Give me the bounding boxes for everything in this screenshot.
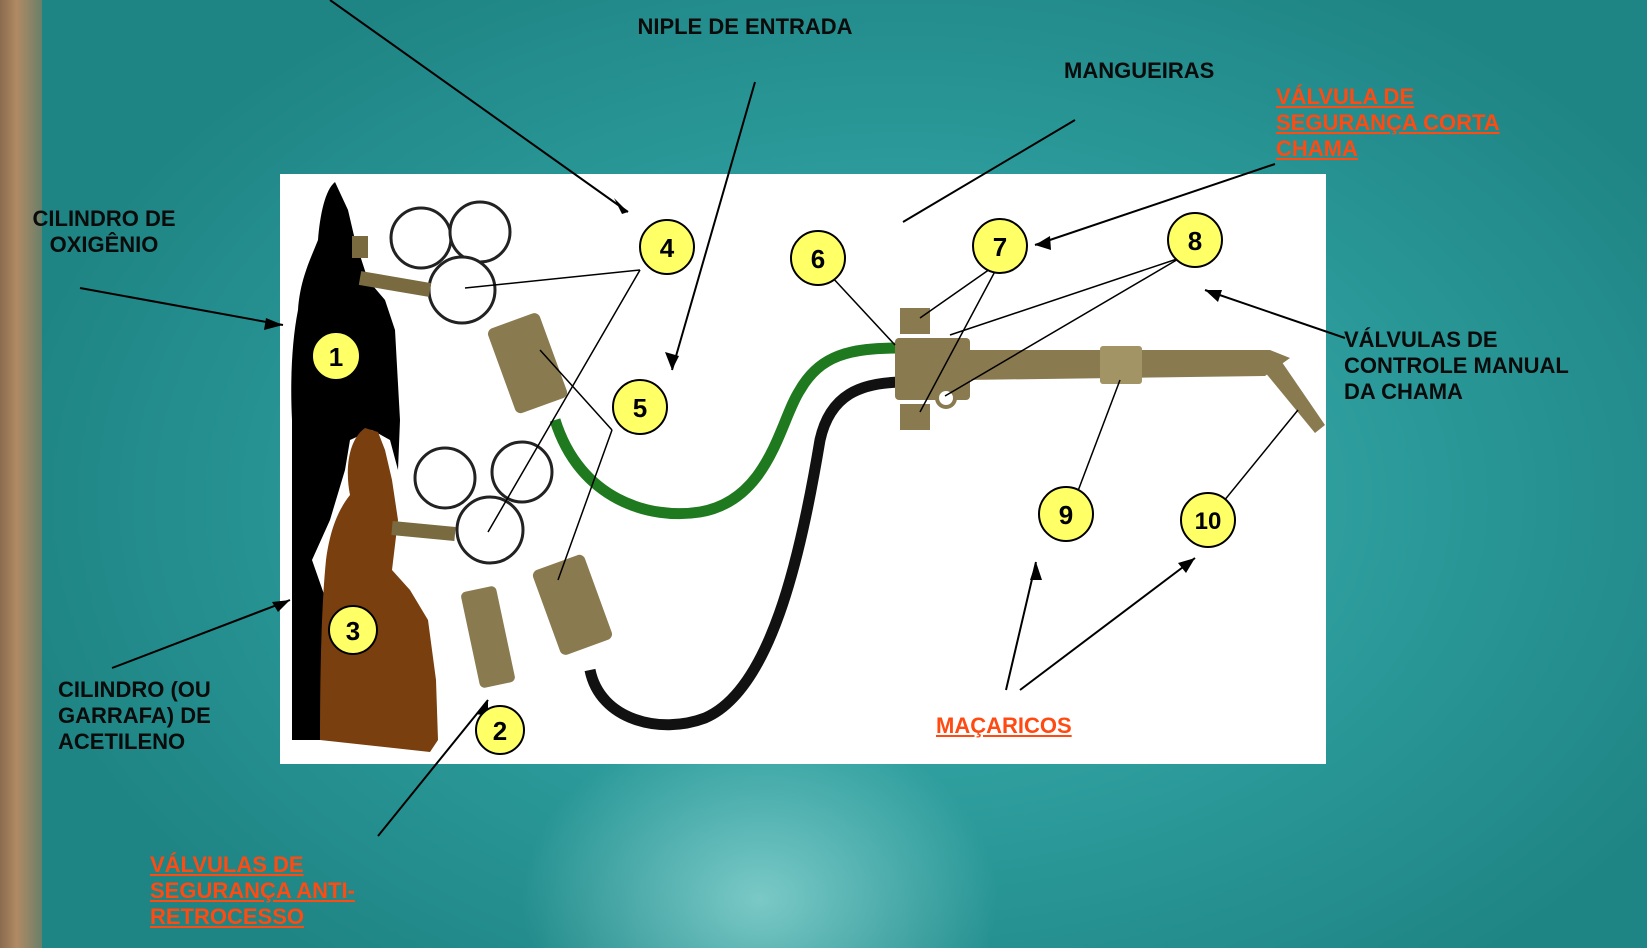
callout-9: 9 — [1039, 487, 1093, 541]
callout-10: 10 — [1181, 493, 1235, 547]
label-niple-entrada: NIPLE DE ENTRADA — [580, 14, 910, 40]
callout-1-number: 1 — [329, 342, 343, 372]
acetylene-regulator — [392, 442, 552, 563]
callout-5: 5 — [613, 380, 667, 434]
oxygen-cylinder-valve — [352, 236, 368, 258]
label-cilindro-oxigenio: CILINDRO DE OXIGÊNIO — [4, 206, 204, 258]
callout-7: 7 — [973, 219, 1027, 273]
label-valvulas-controle: VÁLVULAS DE CONTROLE MANUAL DA CHAMA — [1344, 327, 1569, 405]
callout-8: 8 — [1168, 213, 1222, 267]
callout-1: 1 — [312, 332, 360, 380]
callout-pointer-lines — [465, 258, 1298, 580]
callout-10-number: 10 — [1195, 508, 1222, 535]
callout-3-number: 3 — [346, 616, 360, 646]
callout-5-number: 5 — [633, 393, 647, 423]
callout-2: 2 — [476, 706, 524, 754]
callout-9-number: 9 — [1059, 500, 1073, 530]
callout-8-number: 8 — [1188, 226, 1202, 256]
callout-4-number: 4 — [660, 233, 675, 263]
callout-6-number: 6 — [811, 244, 825, 274]
callout-4: 4 — [640, 220, 694, 274]
label-macaricos: MAÇARICOS — [936, 713, 1072, 739]
callout-3: 3 — [329, 606, 377, 654]
label-mangueiras: MANGUEIRAS — [1064, 58, 1214, 84]
label-cilindro-acetileno: CILINDRO (OU GARRAFA) DE ACETILENO — [58, 677, 211, 755]
label-valvulas-anti-retrocesso: VÁLVULAS DE SEGURANÇA ANTI- RETROCESSO — [150, 852, 355, 930]
torch — [895, 308, 1325, 433]
label-valvula-corta-chama: VÁLVULA DE SEGURANÇA CORTA CHAMA — [1276, 84, 1500, 162]
acetylene-check-valve — [460, 553, 613, 689]
callout-7-number: 7 — [993, 232, 1007, 262]
oxygen-check-valve — [486, 311, 568, 414]
callout-6: 6 — [791, 231, 845, 285]
callout-2-number: 2 — [493, 716, 507, 746]
oxygen-hose — [555, 348, 900, 514]
